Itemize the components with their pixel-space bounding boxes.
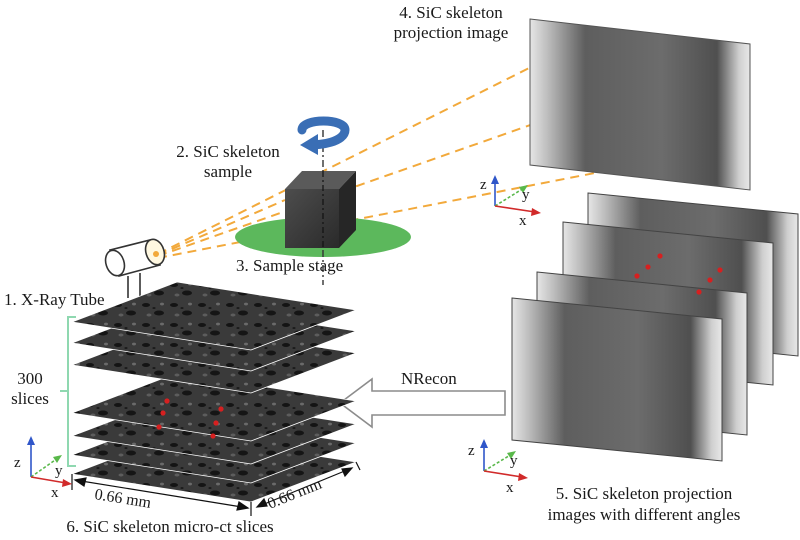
projection-markers xyxy=(634,253,723,295)
projection-image-stack xyxy=(511,192,799,462)
axis-label-y: y xyxy=(510,453,518,469)
label-dimension-x: 0.66 mm xyxy=(93,486,152,512)
axis-z-arrowhead xyxy=(491,175,499,184)
label-sample-line2: sample xyxy=(204,162,252,181)
axis-x-arrowhead xyxy=(62,479,72,487)
label-slices-count-line1: 300 xyxy=(17,369,43,388)
projection-layer xyxy=(511,297,723,462)
axis-z-arrowhead xyxy=(480,439,488,448)
axis-label-x: x xyxy=(519,213,527,229)
dimension-line-x xyxy=(74,479,249,509)
axis-label-y: y xyxy=(522,187,530,203)
label-nrecon: NRecon xyxy=(401,369,457,388)
axis-x-arrowhead xyxy=(531,208,541,216)
dimension-line-y xyxy=(256,467,353,508)
axis-triad-projection xyxy=(491,175,541,216)
xray-tube xyxy=(104,238,166,298)
axis-label-x: x xyxy=(506,480,514,496)
beam-line-upper xyxy=(157,96,611,257)
axis-label-x: x xyxy=(51,485,59,501)
axis-x-line xyxy=(30,476,67,484)
dimension-arrowhead xyxy=(236,501,250,511)
axis-y-arrowhead xyxy=(507,451,516,459)
beam-line-to-sample xyxy=(157,199,286,256)
axis-y-line xyxy=(494,187,525,207)
axis-x-line xyxy=(483,470,523,478)
sic-sample-cube xyxy=(285,171,356,248)
dimension-arrowhead xyxy=(341,467,354,478)
dimension-extension xyxy=(355,461,361,471)
label-sample-stage: 3. Sample stage xyxy=(236,256,343,275)
label-xray-tube: 1. X-Ray Tube xyxy=(4,290,105,309)
label-slices-count-line2: slices xyxy=(11,389,49,408)
slices-bracket xyxy=(67,316,76,467)
axis-triad-projections xyxy=(480,439,528,481)
dimension-lines xyxy=(71,461,361,516)
rotation-arrow-icon xyxy=(297,116,350,155)
axis-y-line xyxy=(30,457,59,478)
micro-ct-slice-stack xyxy=(70,281,358,503)
axis-label-z: z xyxy=(14,455,21,471)
axis-y-arrowhead xyxy=(519,185,528,193)
beam-line-top xyxy=(157,34,596,255)
label-projections-line2: images with different angles xyxy=(548,505,741,524)
projection-image xyxy=(529,18,751,191)
label-projection-image-line1: 4. SiC skeleton xyxy=(399,3,503,22)
axis-label-z: z xyxy=(468,443,475,459)
slice-markers xyxy=(156,398,224,439)
axis-y-arrowhead xyxy=(53,455,62,463)
label-projection-image-line2: projection image xyxy=(394,23,509,42)
label-sample-line1: 2. SiC skeleton xyxy=(176,142,280,161)
axis-x-line xyxy=(494,205,536,213)
ct-slice xyxy=(70,281,358,351)
dimension-arrowhead xyxy=(255,497,268,508)
axis-triad-slices xyxy=(27,436,72,487)
axis-label-z: z xyxy=(480,177,487,193)
ct-slice xyxy=(70,372,358,442)
axis-label-y: y xyxy=(55,463,63,479)
label-micro-ct-slices: 6. SiC skeleton micro-ct slices xyxy=(66,517,273,536)
dimension-arrowhead xyxy=(73,477,87,487)
label-projections-line1: 5. SiC skeleton projection xyxy=(556,484,733,503)
axis-z-arrowhead xyxy=(27,436,35,445)
axis-x-arrowhead xyxy=(518,473,528,481)
nrecon-arrow-icon xyxy=(338,377,506,429)
axis-y-line xyxy=(483,453,513,472)
